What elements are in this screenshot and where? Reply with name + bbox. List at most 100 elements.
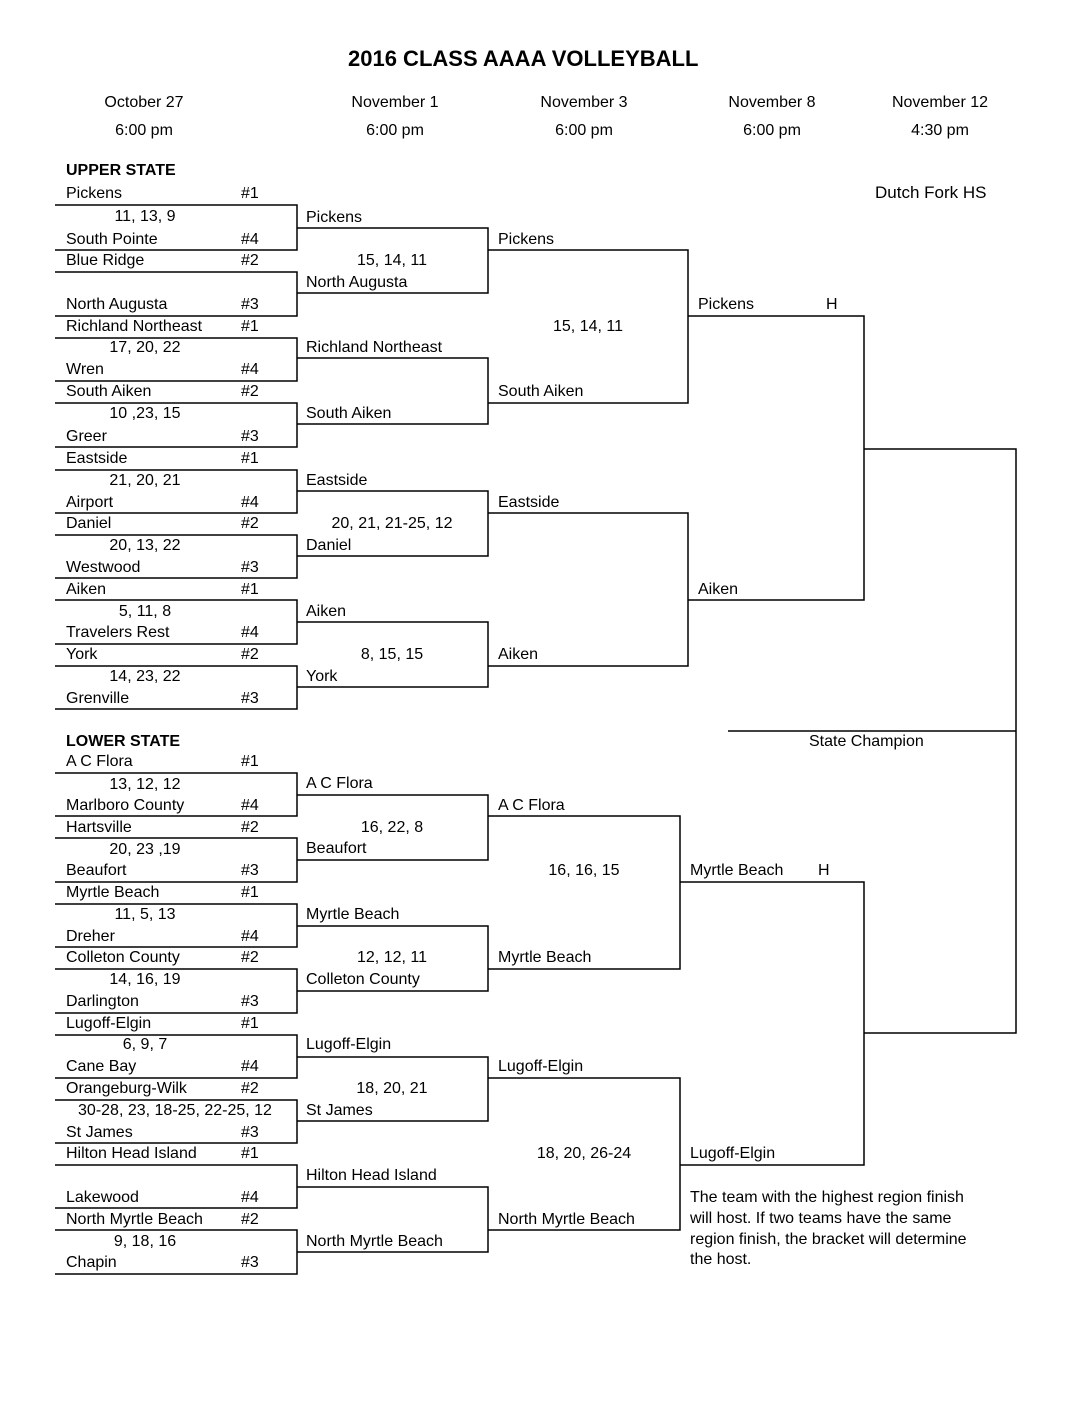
team-name: A C Flora bbox=[306, 775, 373, 792]
team-name: Pickens bbox=[498, 231, 555, 248]
round1-date: October 27 bbox=[104, 94, 184, 111]
match-score: 30-28, 23, 18-25, 22-25, 12 bbox=[78, 1102, 272, 1119]
match-score: 6, 9, 7 bbox=[122, 1036, 168, 1053]
team-name: Grenville bbox=[66, 690, 130, 707]
team-name: North Myrtle Beach bbox=[306, 1233, 443, 1250]
team-name: Myrtle Beach bbox=[306, 906, 400, 923]
match-score: 20, 21, 21-25, 12 bbox=[331, 515, 453, 532]
match-score: 16, 16, 15 bbox=[548, 862, 620, 879]
team-name: Pickens bbox=[306, 209, 363, 226]
lower-state-label: LOWER STATE bbox=[66, 733, 181, 750]
team-name: Myrtle Beach bbox=[66, 884, 160, 901]
seed: #4 bbox=[241, 928, 259, 945]
team-name: Aiken bbox=[306, 603, 347, 620]
team-name: Colleton County bbox=[66, 949, 180, 966]
team-name: Lugoff-Elgin bbox=[306, 1036, 392, 1053]
seed: #4 bbox=[241, 361, 259, 378]
team-name: St James bbox=[66, 1124, 133, 1141]
seed: #3 bbox=[241, 559, 259, 576]
team-name: North Myrtle Beach bbox=[498, 1211, 635, 1228]
team-name: Pickens bbox=[66, 185, 123, 202]
team-name: Aiken bbox=[698, 581, 739, 598]
match-score: 13, 12, 12 bbox=[109, 776, 181, 793]
team-name: A C Flora bbox=[498, 797, 565, 814]
team-name: South Aiken bbox=[498, 383, 584, 400]
match-score: 20, 23 ,19 bbox=[109, 841, 181, 858]
final-site: Dutch Fork HS bbox=[875, 183, 987, 202]
team-name: Greer bbox=[66, 428, 107, 445]
seed: #3 bbox=[241, 862, 259, 879]
match-score: 17, 20, 22 bbox=[109, 339, 181, 356]
seed: #4 bbox=[241, 624, 259, 641]
upper-state-label: UPPER STATE bbox=[66, 162, 176, 179]
team-name: South Pointe bbox=[66, 231, 158, 248]
seed: #2 bbox=[241, 1211, 259, 1228]
seed: #2 bbox=[241, 515, 259, 532]
match-score: 16, 22, 8 bbox=[360, 819, 424, 836]
host-note-line: the host. bbox=[690, 1251, 752, 1268]
match-score: 15, 14, 11 bbox=[553, 318, 623, 335]
seed: #3 bbox=[241, 1254, 259, 1271]
host-marker: H bbox=[826, 296, 838, 313]
seed: #1 bbox=[241, 1015, 259, 1032]
team-name: Westwood bbox=[66, 559, 141, 576]
team-name: Travelers Rest bbox=[66, 624, 170, 641]
team-name: Lakewood bbox=[66, 1189, 139, 1206]
seed: #1 bbox=[241, 753, 259, 770]
team-name: Aiken bbox=[66, 581, 107, 598]
host-note-line: The team with the highest region finish bbox=[690, 1189, 964, 1206]
team-name: Richland Northeast bbox=[306, 339, 443, 356]
team-name: Darlington bbox=[66, 993, 139, 1010]
team-name: Myrtle Beach bbox=[690, 862, 784, 879]
team-name: York bbox=[66, 646, 98, 663]
team-name: Lugoff-Elgin bbox=[66, 1015, 152, 1032]
team-name: Hilton Head Island bbox=[66, 1145, 197, 1162]
team-name: Myrtle Beach bbox=[498, 949, 592, 966]
host-note-line: region finish, the bracket will determin… bbox=[690, 1231, 967, 1248]
team-name: Richland Northeast bbox=[66, 318, 203, 335]
team-name: Colleton County bbox=[306, 971, 420, 988]
seed: #2 bbox=[241, 1080, 259, 1097]
team-name: Lugoff-Elgin bbox=[690, 1145, 776, 1162]
seed: #3 bbox=[241, 1124, 259, 1141]
match-score: 10 ,23, 15 bbox=[109, 405, 181, 422]
seed: #3 bbox=[241, 690, 259, 707]
seed: #1 bbox=[241, 450, 259, 467]
team-name: Beaufort bbox=[66, 862, 127, 879]
round1-time: 6:00 pm bbox=[115, 122, 173, 139]
round4-time: 6:00 pm bbox=[743, 122, 801, 139]
match-score: 11, 13, 9 bbox=[114, 208, 176, 225]
team-name: Lugoff-Elgin bbox=[498, 1058, 584, 1075]
team-name: Daniel bbox=[66, 515, 112, 532]
match-score: 5, 11, 8 bbox=[118, 603, 172, 620]
host-note-line: will host. If two teams have the same bbox=[690, 1210, 952, 1227]
seed: #4 bbox=[241, 494, 259, 511]
seed: #2 bbox=[241, 383, 259, 400]
page-title: 2016 CLASS AAAA VOLLEYBALL bbox=[348, 46, 699, 71]
seed: #4 bbox=[241, 1058, 259, 1075]
match-score: 8, 15, 15 bbox=[360, 646, 424, 663]
seed: #4 bbox=[241, 1189, 259, 1206]
team-name: Hartsville bbox=[66, 819, 132, 836]
team-name: Eastside bbox=[306, 472, 368, 489]
match-score: 21, 20, 21 bbox=[109, 472, 181, 489]
team-name: South Aiken bbox=[306, 405, 392, 422]
seed: #3 bbox=[241, 428, 259, 445]
state-champion-label: State Champion bbox=[809, 733, 924, 750]
team-name: South Aiken bbox=[66, 383, 152, 400]
seed: #2 bbox=[241, 646, 259, 663]
seed: #2 bbox=[241, 252, 259, 269]
match-score: 14, 16, 19 bbox=[109, 971, 181, 988]
team-name: A C Flora bbox=[66, 753, 133, 770]
team-name: Aiken bbox=[498, 646, 539, 663]
match-score: 9, 18, 16 bbox=[113, 1233, 177, 1250]
match-score: 15, 14, 11 bbox=[357, 252, 427, 269]
seed: #1 bbox=[241, 884, 259, 901]
seed: #1 bbox=[241, 318, 259, 335]
team-name: York bbox=[306, 668, 338, 685]
team-name: Beaufort bbox=[306, 840, 367, 857]
team-name: Pickens bbox=[698, 296, 755, 313]
match-score: 12, 12, 11 bbox=[357, 949, 427, 966]
final-time: 4:30 pm bbox=[911, 122, 969, 139]
